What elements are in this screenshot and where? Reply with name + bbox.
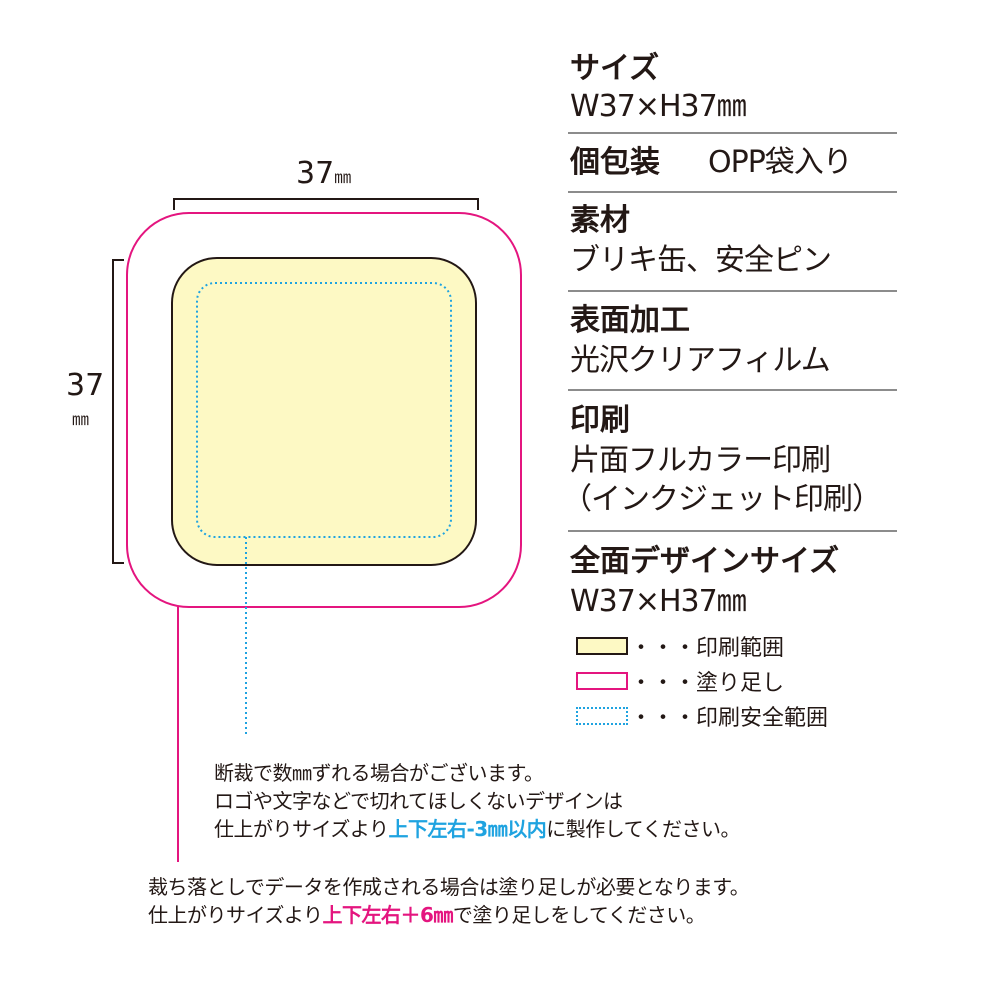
legend-label-safe-area: ・・・印刷安全範囲 [630,706,829,731]
legend-swatch-print-area [576,637,628,655]
spec-heading-printing: 印刷 [570,403,630,438]
legend-swatch-bleed [576,672,628,690]
height-value: 37 [66,368,105,403]
safe-area-outline [196,282,452,538]
width-dimension-bracket [173,198,479,210]
print-area [171,257,477,566]
safe-margin-emphasis: 上下左右-3㎜以内 [388,817,547,841]
width-unit: ㎜ [334,168,352,188]
bleed-note: 裁ち落としでデータを作成される場合は塗り足しが必要となります。 仕上がりサイズよ… [148,873,750,929]
bleed-area-outline [126,212,522,608]
spec-value-size: W37×H37㎜ [570,89,747,124]
text: 仕上がりサイズより [214,817,389,841]
divider [568,191,897,193]
bleed-margin-emphasis: 上下左右＋6㎜ [322,903,454,927]
spec-heading-material: 素材 [570,203,630,238]
safety-note-line: ロゴや文字などで切れてほしくないデザインは [214,789,623,813]
height-unit: ㎜ [72,410,89,430]
bleed-note-line: 仕上がりサイズより上下左右＋6㎜で塗り足しをしてください。 [148,901,749,929]
legend-label-bleed: ・・・塗り足し [630,671,785,696]
spec-value-printing-method: （インクジェット印刷） [562,482,882,517]
text: に製作してください。 [546,817,741,841]
bleed-note-line: 裁ち落としでデータを作成される場合は塗り足しが必要となります。 [148,875,750,899]
spec-value-finish: 光沢クリアフィルム [570,343,831,378]
divider [568,389,897,391]
legend-swatch-safe-area [576,707,628,725]
legend-label-print-area: ・・・印刷範囲 [630,636,785,661]
spec-heading-finish: 表面加工 [570,303,690,338]
text: で塗り足しをしてください。 [452,903,706,927]
width-label: 37㎜ [296,156,351,191]
spec-value-printing: 片面フルカラー印刷 [570,443,831,478]
divider [568,132,897,134]
divider [568,530,897,532]
safety-note: 断裁で数㎜ずれる場合がございます。 ロゴや文字などで切れてほしくないデザインは … [214,759,741,843]
spec-heading-design-size: 全面デザインサイズ [570,544,840,579]
height-dimension-bracket [112,259,124,564]
spec-value-packaging: OPP袋入り [708,145,853,180]
spec-heading-packaging: 個包装 [570,145,660,180]
width-value: 37 [296,156,335,191]
safety-note-line: 断裁で数㎜ずれる場合がございます。 [214,761,544,785]
safety-note-line: 仕上がりサイズより上下左右-3㎜以内に製作してください。 [214,815,741,843]
spec-value-material: ブリキ缶、安全ピン [570,243,832,278]
spec-value-design-size: W37×H37㎜ [570,584,747,619]
spec-heading-size: サイズ [570,51,660,86]
divider [568,290,897,292]
text: 仕上がりサイズより [148,903,323,927]
